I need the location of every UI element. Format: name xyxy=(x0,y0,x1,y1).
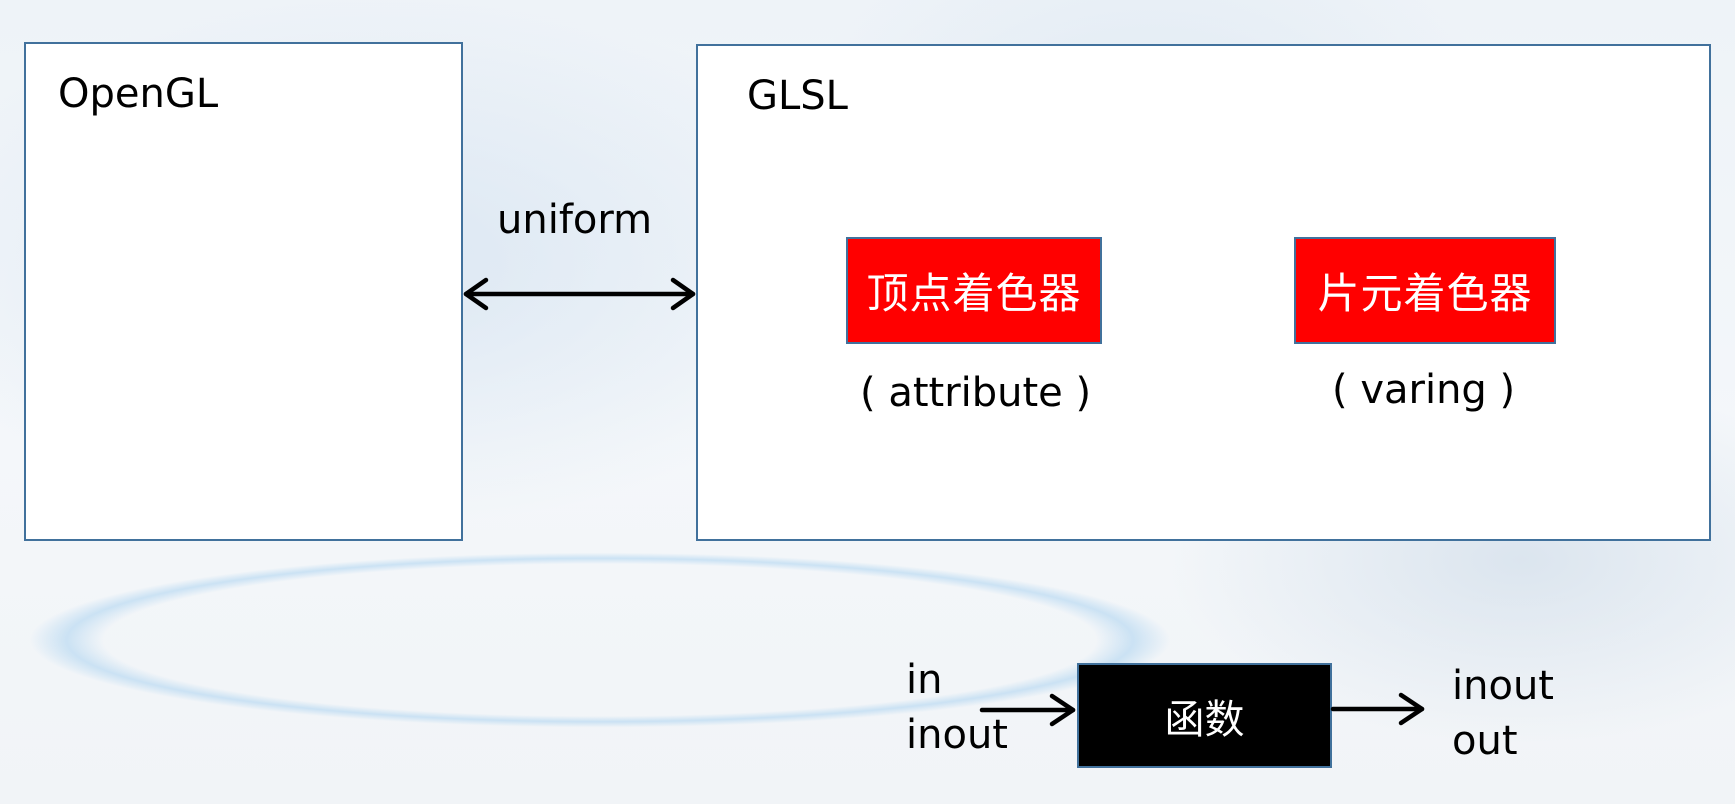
function-input-in: in xyxy=(906,657,943,703)
fragment-shader-box: 片元着色器 xyxy=(1294,237,1556,344)
uniform-double-arrow xyxy=(463,277,696,311)
glsl-title: GLSL xyxy=(747,73,848,119)
function-label: 函数 xyxy=(1164,696,1245,743)
uniform-label: uniform xyxy=(497,197,653,243)
function-input-inout: inout xyxy=(906,712,1008,758)
vertex-shader-box: 顶点着色器 xyxy=(846,237,1102,344)
function-box: 函数 xyxy=(1077,663,1332,768)
function-output-out: out xyxy=(1452,718,1518,764)
fragment-shader-qualifier: ( varing ) xyxy=(1332,367,1516,413)
vertex-shader-qualifier: ( attribute ) xyxy=(860,370,1092,416)
function-output-inout: inout xyxy=(1452,663,1554,709)
vertex-shader-label: 顶点着色器 xyxy=(866,269,1082,318)
fragment-shader-label: 片元着色器 xyxy=(1317,269,1533,318)
opengl-title: OpenGL xyxy=(58,71,219,117)
function-output-arrow xyxy=(1330,692,1425,726)
opengl-panel: OpenGL xyxy=(24,42,463,541)
function-input-arrow xyxy=(979,693,1076,727)
